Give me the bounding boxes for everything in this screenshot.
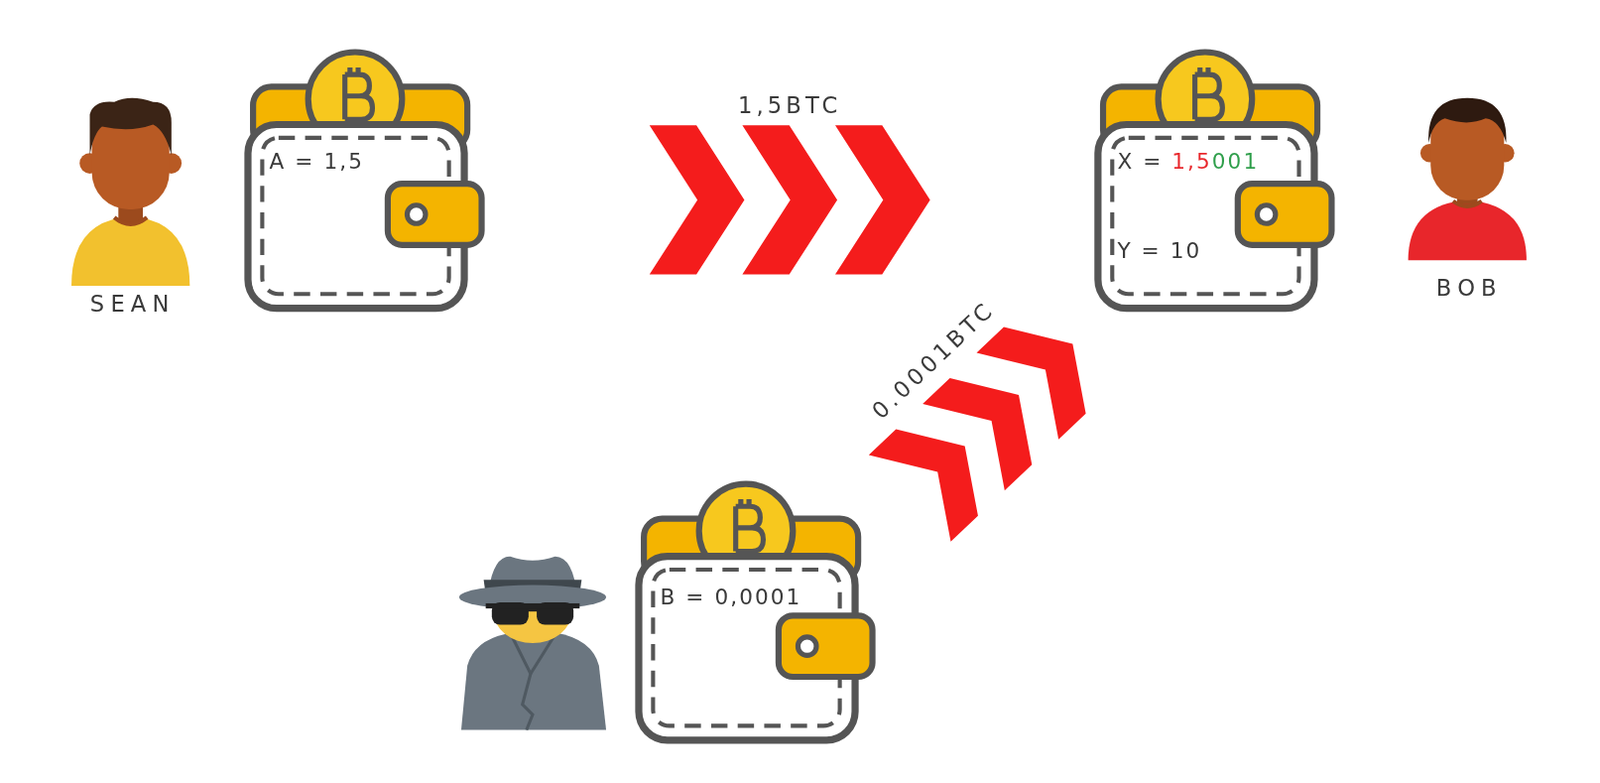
- person-name: BOB: [1436, 274, 1503, 304]
- chevron: [835, 124, 931, 274]
- chevron: [868, 429, 979, 542]
- person-name: SEAN: [90, 289, 176, 319]
- chevron: [976, 326, 1086, 439]
- wallet-icon: [1095, 45, 1336, 311]
- balance-text: A = 1,5: [269, 147, 365, 175]
- balance-text: X = 1,5001: [1116, 147, 1259, 175]
- wallet-icon: [245, 45, 486, 311]
- person-spy: [459, 556, 607, 731]
- person-bob: [1408, 98, 1527, 261]
- wallet: A = 1,5: [245, 45, 486, 311]
- balance-text: B = 0,0001: [660, 583, 803, 611]
- transfer-arrow: [868, 326, 1087, 541]
- wallet-icon: [635, 477, 876, 742]
- chevron: [922, 377, 1032, 491]
- chevron: [741, 124, 838, 274]
- chevron: [649, 124, 745, 274]
- wallet: X = 1,5001 Y = 10: [1095, 45, 1336, 311]
- balance-text: Y = 10: [1116, 238, 1202, 265]
- transfer-arrow: [649, 124, 931, 274]
- person-sean: [71, 98, 190, 286]
- amount-label: 1,5BTC: [738, 91, 843, 121]
- wallet: B = 0,0001: [635, 477, 876, 742]
